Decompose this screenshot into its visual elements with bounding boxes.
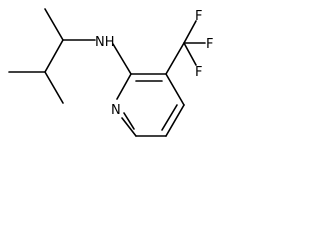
atom-label-f-top: F [195, 9, 202, 24]
bond-ch-to-ch [44, 39, 64, 73]
atom-label-f-right: F [206, 37, 213, 52]
bond-isopropyl-down [44, 71, 64, 104]
bond-nh-to-ring [112, 43, 132, 75]
bond-ring-to-cf3 [165, 42, 185, 75]
bond-ring-n-c2 [116, 73, 132, 100]
bond-ring-c4-c5 [165, 104, 185, 137]
atom-label-f-bottom: F [195, 65, 202, 80]
bond-ring-c3-c4 [165, 73, 185, 106]
bond-ring-double-c6-n [123, 112, 135, 130]
bond-cf3-f-bottom [183, 42, 197, 66]
bond-ring-double-c4-c5 [161, 104, 178, 131]
bond-cf3-f-top [183, 20, 197, 44]
bond-ring-c6-n [121, 117, 137, 137]
chemical-structure-diagram: NH N F F F [8, 8, 213, 137]
structure-canvas: NH N F F F [0, 0, 224, 150]
bond-methyl-top [44, 8, 64, 41]
atom-label-nh: NH [95, 35, 115, 50]
atom-label-ring-n: N [111, 103, 121, 118]
